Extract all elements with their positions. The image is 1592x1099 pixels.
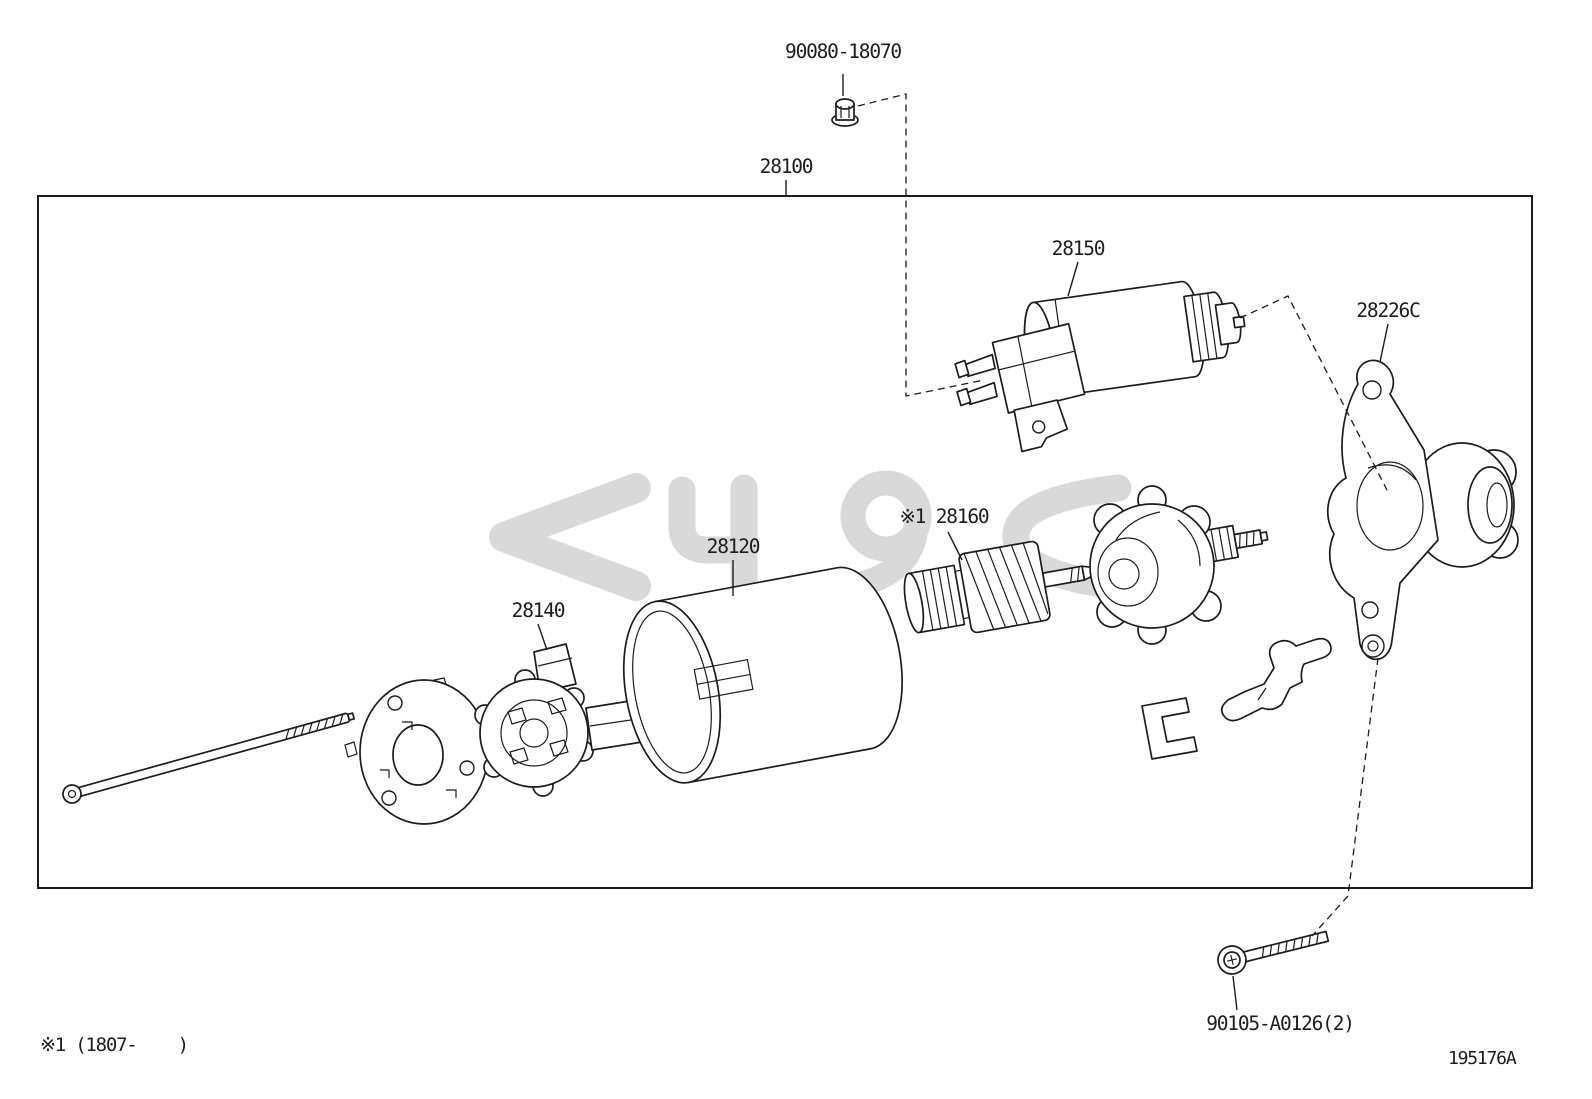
engagement-fork-drawing: [1220, 637, 1332, 722]
clutch-drawing: [1089, 485, 1269, 645]
brush-holder-drawing: [474, 643, 643, 797]
drive-housing-drawing: [1326, 359, 1519, 661]
armature-drawing: [903, 540, 1095, 634]
mounting-bolt-drawing: [1217, 930, 1330, 975]
figure-code: 195176A: [1448, 1048, 1517, 1069]
assembly-boundary-box: [37, 195, 1533, 889]
yoke-drawing: [622, 566, 903, 784]
part-label-yoke: 28120: [706, 535, 761, 558]
part-label-brush-holder: 28140: [511, 599, 566, 622]
part-label-starter-assembly: 28100: [759, 155, 814, 178]
magnetic-switch-drawing: [954, 280, 1246, 453]
through-bolt-drawing: [62, 712, 356, 804]
retainer-clip-drawing: [1141, 697, 1198, 760]
part-label-drive-housing: 28226C: [1356, 299, 1420, 322]
end-cover-drawing: [344, 677, 489, 825]
label-leader-lines: [537, 74, 1389, 1011]
applicability-footnote: ※1 (1807- ): [40, 1034, 189, 1056]
part-label-clutch: ※1 28160: [899, 505, 990, 528]
dashed-assembly-lines: [857, 93, 1389, 937]
part-label-terminal-nut: 90080-18070: [785, 40, 902, 63]
part-label-mounting-bolt: 90105-A0126(2): [1206, 1012, 1355, 1035]
part-label-magnetic-switch: 28150: [1051, 237, 1106, 260]
terminal-nut-drawing: [831, 98, 859, 127]
